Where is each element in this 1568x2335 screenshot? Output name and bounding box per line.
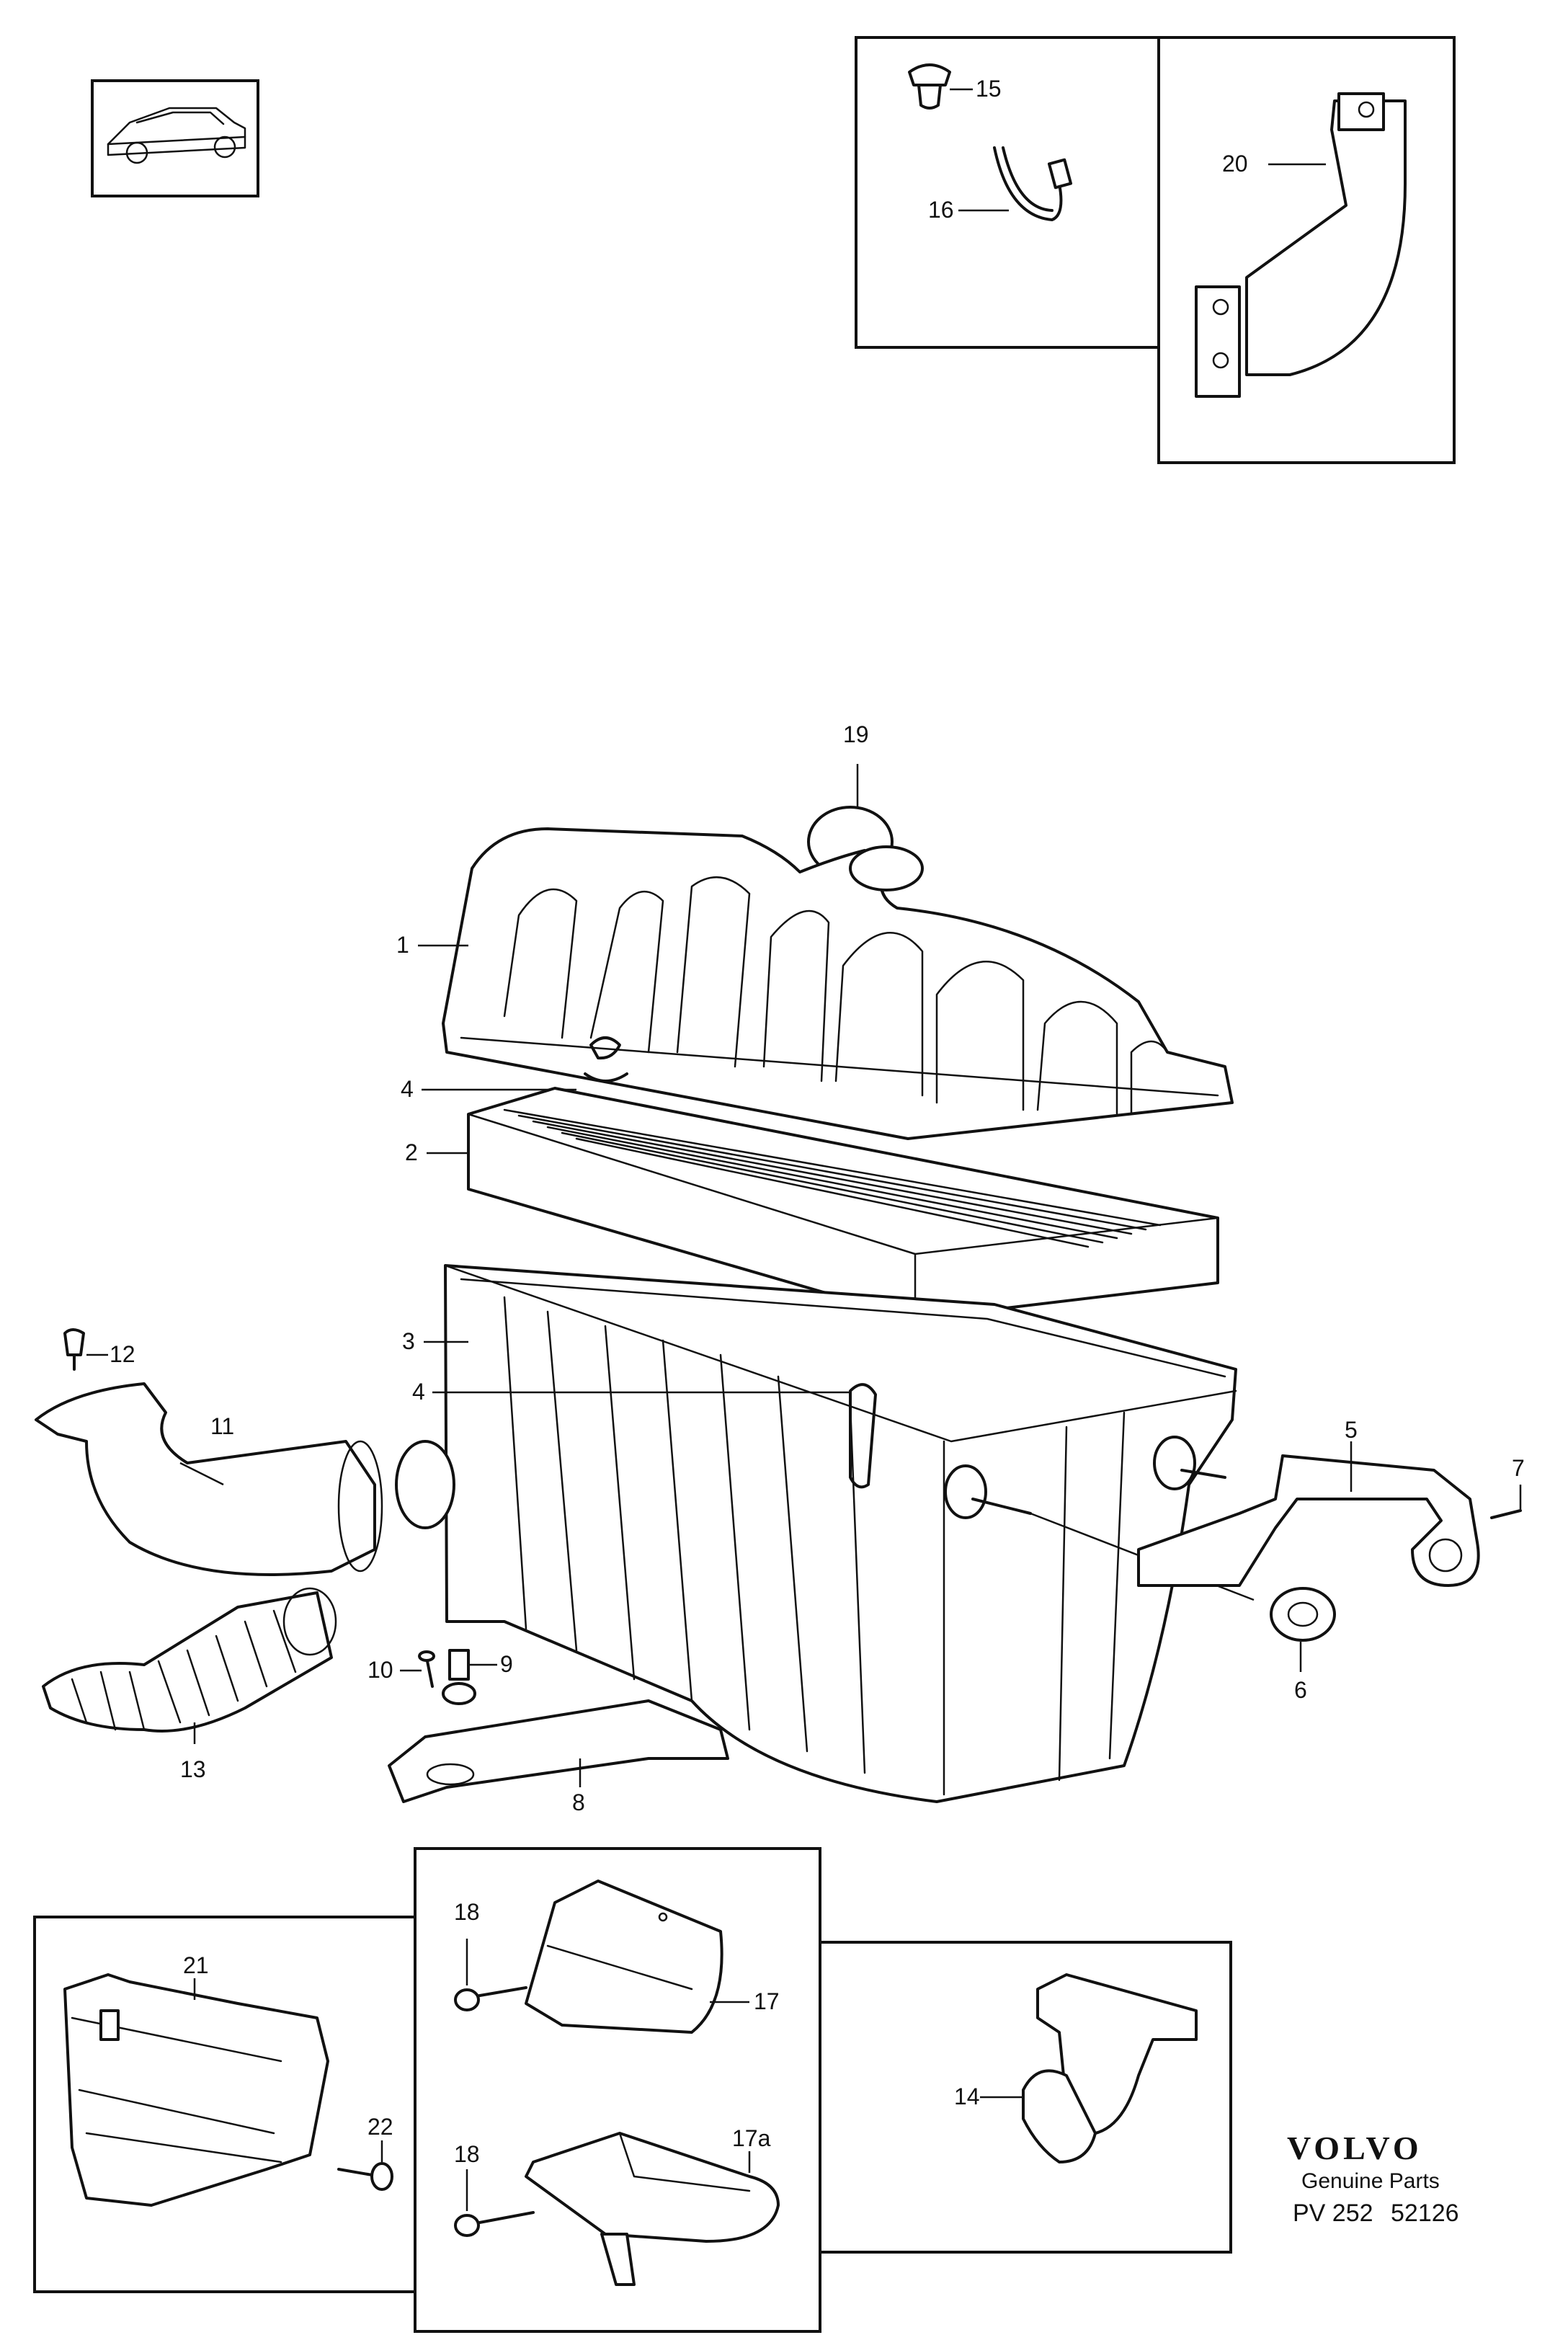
- grommet-part-6: [1270, 1587, 1336, 1672]
- guard-part-17a: [525, 2132, 780, 2286]
- inset-bracket-21: [33, 1916, 416, 2293]
- brand-logo: VOLVO: [1287, 2130, 1422, 2166]
- label-4-upper: 4: [401, 1076, 414, 1102]
- label-20: 20: [1222, 151, 1248, 177]
- guard-part-17: [525, 1880, 749, 2034]
- label-22: 22: [368, 2114, 393, 2140]
- label-17a: 17a: [732, 2125, 771, 2151]
- clip-part-15: [908, 63, 973, 110]
- label-16: 16: [928, 197, 954, 223]
- label-17: 17: [754, 1988, 780, 2014]
- air-cleaner-cover-part-1: [418, 827, 1234, 1140]
- label-18-lower: 18: [454, 2141, 480, 2167]
- stud-part-9: [442, 1649, 497, 1705]
- screw-part-10: [400, 1650, 435, 1688]
- screw-part-18-upper: [454, 1939, 527, 2011]
- filter-element-part-2: [427, 1087, 1219, 1320]
- mount-pins: [944, 1436, 1255, 1601]
- car-thumbnail-icon: [91, 79, 259, 197]
- label-12: 12: [110, 1341, 135, 1367]
- inset-guards-17: [414, 1847, 821, 2333]
- label-10: 10: [368, 1657, 393, 1683]
- label-21: 21: [183, 1952, 209, 1978]
- housing-inlet: [395, 1440, 455, 1529]
- screw-part-7: [1490, 1485, 1522, 1519]
- label-7: 7: [1512, 1455, 1525, 1481]
- reference-prefix: PV 252: [1293, 2200, 1373, 2227]
- bracket-part-5: [1137, 1441, 1480, 1587]
- label-2: 2: [405, 1139, 418, 1165]
- label-3: 3: [402, 1328, 415, 1354]
- label-13: 13: [180, 1756, 206, 1782]
- label-11: 11: [210, 1413, 234, 1439]
- inset-clamp-14: [819, 1941, 1232, 2254]
- clip-part-4-lower: [432, 1383, 877, 1489]
- inset-clip-tie: [855, 36, 1160, 349]
- label-15: 15: [976, 76, 1002, 102]
- brand-tagline: Genuine Parts: [1301, 2169, 1440, 2193]
- screw-part-22: [337, 2140, 393, 2191]
- callout-labels: 1 2 3 4 4 5 6 7 8 9 10 11 12 13 14 15 16…: [110, 76, 1525, 2167]
- label-5: 5: [1345, 1417, 1358, 1443]
- screw-part-18-lower: [454, 2169, 535, 2237]
- label-8: 8: [572, 1789, 585, 1815]
- plug-part-12: [63, 1328, 108, 1371]
- label-1: 1: [396, 932, 409, 958]
- reference-number: 52126: [1391, 2200, 1459, 2227]
- air-cleaner-housing-part-3: [424, 1264, 1237, 1803]
- heat-shield-part-20: [1195, 92, 1407, 398]
- label-4-lower: 4: [412, 1379, 425, 1405]
- base-bracket-part-8: [388, 1699, 729, 1803]
- corrugated-hose-part-13: [42, 1587, 337, 1744]
- brand-block: VOLVO Genuine Parts PV 252 52126: [1287, 2130, 1459, 2227]
- clamp-part-14: [980, 1973, 1198, 2163]
- label-14: 14: [954, 2083, 980, 2109]
- intake-hose-part-11: [35, 1382, 383, 1576]
- inset-heat-shield: [1157, 36, 1456, 464]
- label-19: 19: [843, 721, 869, 747]
- cable-tie-part-16: [958, 146, 1073, 221]
- bracket-part-21: [63, 1973, 329, 2207]
- label-6: 6: [1294, 1677, 1307, 1703]
- label-9: 9: [500, 1651, 513, 1677]
- label-18-upper: 18: [454, 1899, 480, 1925]
